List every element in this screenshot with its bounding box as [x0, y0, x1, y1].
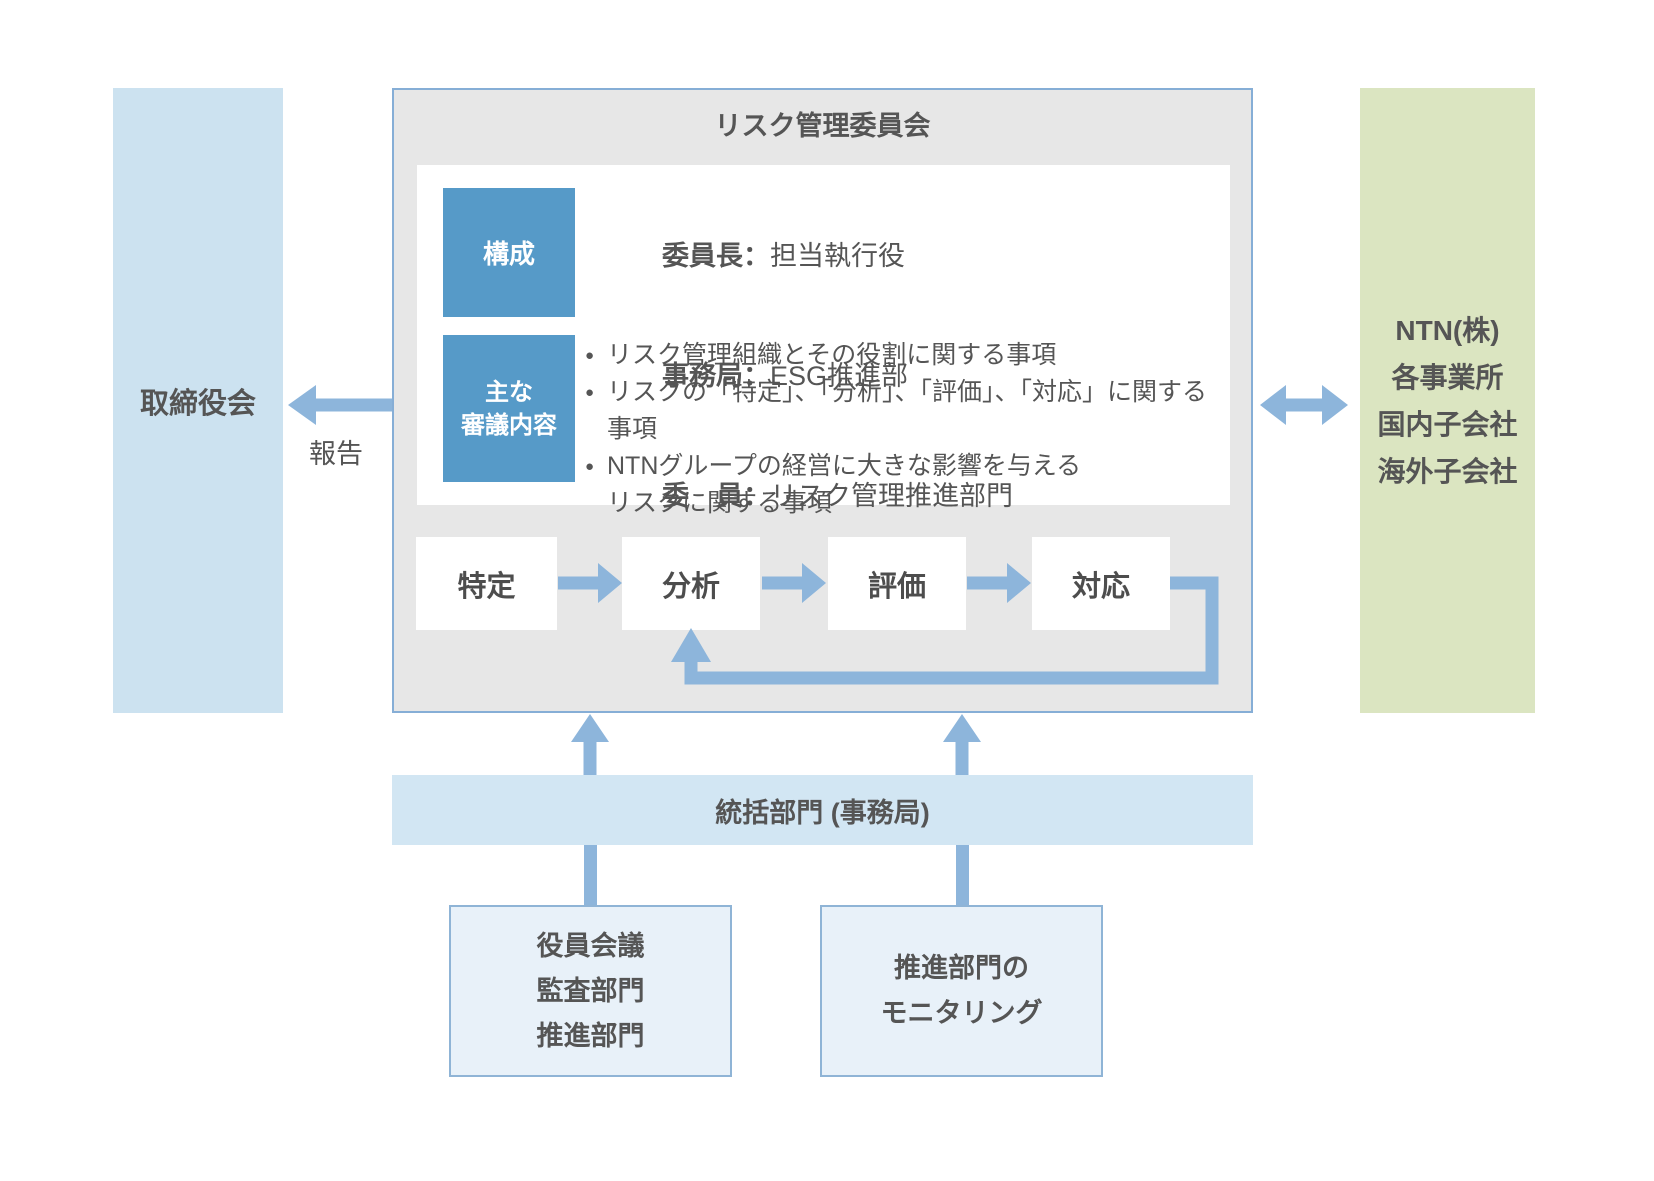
secretariat-bar: 統括部門 (事務局): [392, 775, 1253, 845]
composition-rows: 委員長：担当執行役 事務局：ESG推進部 委 員：リスク管理推進部門: [602, 196, 1202, 556]
report-label: 報告: [309, 439, 363, 469]
source-line: 推進部門の: [894, 953, 1029, 983]
board-of-directors-box: 取締役会: [113, 88, 283, 713]
flow-arrow-2: [762, 563, 826, 603]
source-line: 推進部門: [536, 1020, 645, 1051]
group-line: 各事業所: [1391, 361, 1504, 393]
agenda-heading-line1: 主な: [485, 378, 533, 406]
process-step-evaluation-box: 評価: [828, 537, 966, 630]
composition-row-secretariat: 事務局：ESG推進部: [662, 361, 909, 391]
process-step-analysis-box: 分析: [622, 537, 760, 630]
connector-line-2: [956, 845, 969, 905]
committee-title: リスク管理委員会: [714, 111, 931, 141]
process-step-response-box: 対応: [1032, 537, 1170, 630]
composition-row-members: 委 員：リスク管理推進部門: [662, 481, 1014, 511]
source-line: 役員会議: [536, 930, 645, 961]
bullet-icon: ●: [585, 458, 595, 475]
flow-arrow-1: [558, 563, 622, 603]
feedback-loop-arrow: [671, 576, 1219, 685]
agenda-item: ● NTNグループの経営に大きな影響を与える リスクに関する事項: [585, 448, 1225, 522]
board-of-directors-label: 取締役会: [139, 387, 256, 420]
source-box-executive-audit: 役員会議 監査部門 推進部門: [449, 905, 732, 1077]
agenda-items: ● リスク管理組織とその役割に関する事項 ● リスクの「特定」、「分析」、「評価…: [585, 337, 1225, 522]
secretariat-label: 統括部門 (事務局): [715, 797, 930, 828]
flow-arrow-3: [967, 563, 1031, 603]
bullet-icon: ●: [585, 384, 595, 401]
agenda-heading-line2: 審議内容: [461, 411, 557, 439]
group-line: NTN(株): [1395, 314, 1500, 346]
process-step-identification-box: 特定: [416, 537, 557, 630]
connector-line-1: [584, 845, 597, 905]
bidirectional-arrow: [1260, 385, 1348, 425]
group-line: 国内子会社: [1377, 408, 1518, 440]
composition-heading-label: 構成: [482, 239, 535, 269]
agenda-heading-box: 主な 審議内容: [443, 335, 575, 482]
ntn-group-box: NTN(株) 各事業所 国内子会社 海外子会社: [1360, 88, 1535, 713]
agenda-item: ● リスク管理組織とその役割に関する事項: [585, 337, 1225, 374]
source-box-monitoring: 推進部門の モニタリング: [820, 905, 1103, 1077]
source-line: モニタリング: [880, 998, 1043, 1028]
risk-management-committee-panel: リスク管理委員会 構成 委員長：担当執行役 事務局：ESG推進部 委 員：リスク…: [392, 88, 1253, 713]
composition-heading-box: 構成: [443, 188, 575, 317]
secretariat-up-arrow-1: [571, 714, 609, 775]
report-arrow: [288, 385, 392, 425]
agenda-item: ● リスクの「特定」、「分析」、「評価」、「対応」に関する事項: [585, 374, 1225, 448]
group-line: 海外子会社: [1377, 455, 1518, 487]
bullet-icon: ●: [585, 347, 595, 364]
composition-row-chair: 委員長：担当執行役: [662, 241, 906, 271]
secretariat-up-arrow-2: [943, 714, 981, 775]
source-line: 監査部門: [536, 975, 645, 1006]
